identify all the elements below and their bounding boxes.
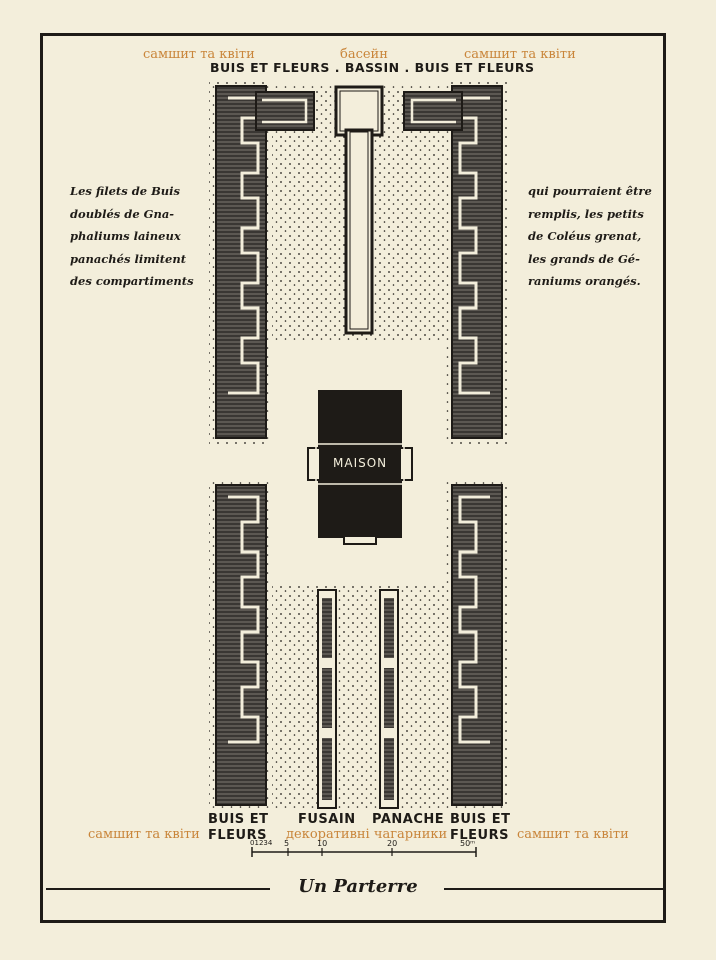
note-left-line: des compartiments: [70, 274, 194, 288]
scale-tick-label: 01234: [250, 839, 273, 847]
note-right-line: les grands de Gé-: [528, 251, 640, 266]
hedge-fusain: [317, 589, 337, 809]
label-ua-top-right: самшит та квіти: [464, 47, 576, 62]
label-ua-bottom-center: декоративні чагарники: [286, 827, 448, 842]
title-rule-left: [46, 888, 270, 890]
scale-tick-label: 5: [284, 839, 290, 848]
flower-bed-top-left: [209, 82, 315, 444]
note-right-line: remplis, les petits: [528, 206, 644, 221]
label-fr-bottom-right-2: FLEURS: [450, 828, 509, 843]
label-ua-top-left: самшит та квіти: [143, 47, 255, 62]
note-left-line: panachés limitent: [70, 251, 187, 266]
scale-tick-label: 10: [317, 839, 328, 848]
label-fr-fusain: FUSAIN: [298, 812, 356, 827]
note-left-line: doublés de Gna-: [70, 206, 175, 221]
title-rule-right: [444, 888, 666, 890]
bassin-pool: [334, 85, 384, 335]
flower-bed-bottom-left: [209, 480, 271, 810]
label-fr-bottom-left-2: FLEURS: [208, 828, 267, 843]
scale-bar: [251, 847, 477, 857]
note-right-line: qui pourraient être: [528, 184, 652, 198]
note-left-line: phaliums laineux: [70, 229, 181, 243]
note-right: qui pourraient être remplis, les petits …: [528, 180, 652, 293]
label-fr-bottom-left-1: BUIS ET: [208, 812, 269, 827]
note-left: Les filets de Buis doublés de Gna- phali…: [70, 180, 194, 293]
label-maison: MAISON: [333, 456, 388, 470]
label-fr-bottom-right-1: BUIS ET: [450, 812, 511, 827]
label-fr-panache: PANACHE: [372, 812, 445, 827]
flower-bed-bottom-right: [445, 480, 507, 810]
label-ua-top-center: басейн: [340, 47, 388, 62]
label-ua-bottom-left: самшит та квіти: [88, 827, 200, 842]
note-left-line: Les filets de Buis: [70, 184, 181, 198]
gravel-area-bottom: [272, 585, 444, 810]
page-frame: [40, 33, 666, 923]
label-ua-bottom-right: самшит та квіти: [517, 827, 629, 842]
scale-tick-label: 20: [387, 839, 398, 848]
page-title: Un Parterre: [298, 876, 418, 897]
maison-house: [307, 390, 413, 545]
flower-bed-top-right: [403, 82, 507, 444]
note-right-line: raniums orangés.: [528, 274, 641, 288]
scale-tick-label: 50ᵐ: [460, 839, 476, 848]
hedge-panache: [379, 589, 399, 809]
note-right-line: de Coléus grenat,: [528, 229, 642, 243]
label-fr-top-line: BUIS ET FLEURS . BASSIN . BUIS ET FLEURS: [210, 60, 535, 75]
